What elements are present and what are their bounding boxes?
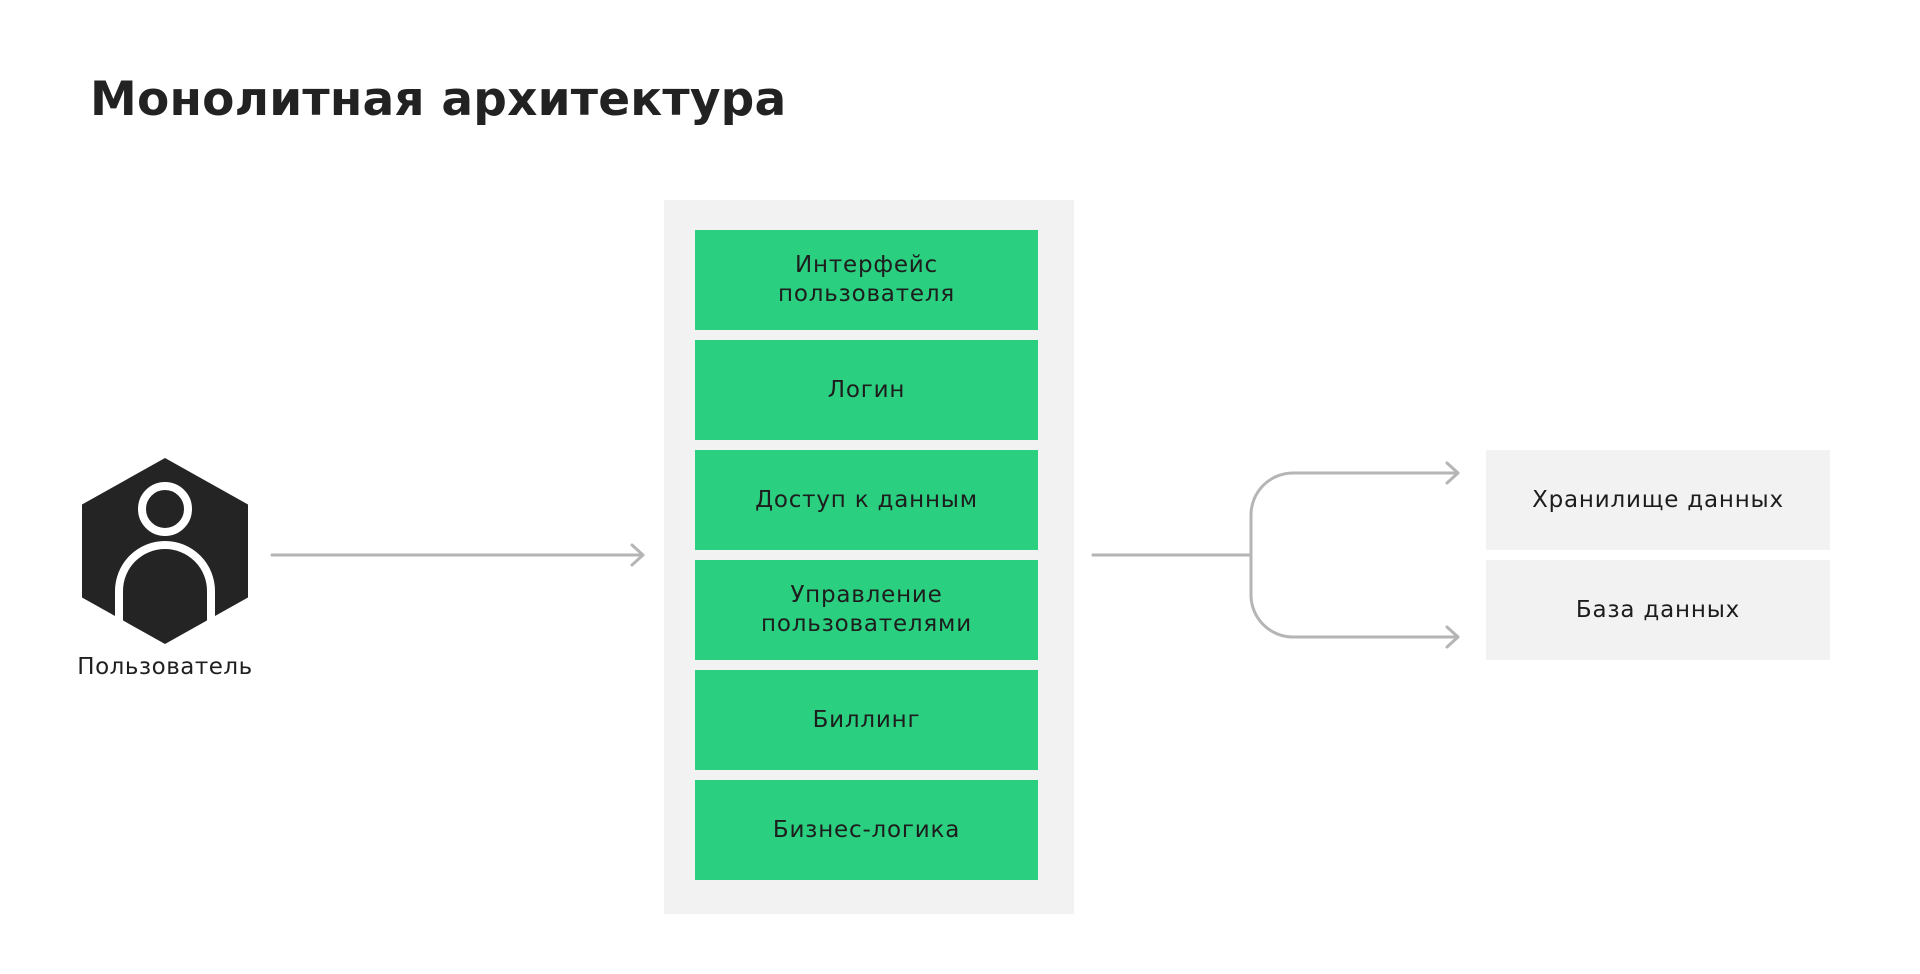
user-hexagon-icon: [82, 458, 248, 644]
page-title: Монолитная архитектура: [90, 72, 787, 127]
user-label: Пользователь: [77, 654, 253, 680]
module-label: Логин: [827, 376, 906, 403]
module-user-management: Управление пользователями: [695, 560, 1038, 660]
module-label: Бизнес-логика: [772, 816, 961, 843]
branch-to-database-arrowhead: [1445, 625, 1460, 649]
storage-label: База данных: [1575, 597, 1741, 623]
user-actor: Пользователь: [60, 458, 270, 688]
module-label: Доступ к данным: [755, 486, 978, 513]
module-business-logic: Бизнес-логика: [695, 780, 1038, 880]
branch-to-storage-arrow: [1249, 471, 1460, 557]
branch-to-storage-arrowhead: [1445, 461, 1460, 485]
module-label: Биллинг: [812, 706, 921, 733]
branch-to-database-arrow: [1249, 553, 1460, 639]
storage-data-store: Хранилище данных: [1486, 450, 1830, 550]
module-login: Логин: [695, 340, 1038, 440]
storage-database: База данных: [1486, 560, 1830, 660]
module-label: Управление пользователями: [761, 582, 972, 637]
monolith-container: Интерфейс пользователя Логин Доступ к да…: [664, 200, 1074, 914]
user-to-monolith-arrowhead: [630, 543, 645, 567]
storage-label: Хранилище данных: [1532, 487, 1784, 513]
module-label: Интерфейс пользователя: [777, 252, 955, 307]
module-billing: Биллинг: [695, 670, 1038, 770]
module-data-access: Доступ к данным: [695, 450, 1038, 550]
module-user-interface: Интерфейс пользователя: [695, 230, 1038, 330]
